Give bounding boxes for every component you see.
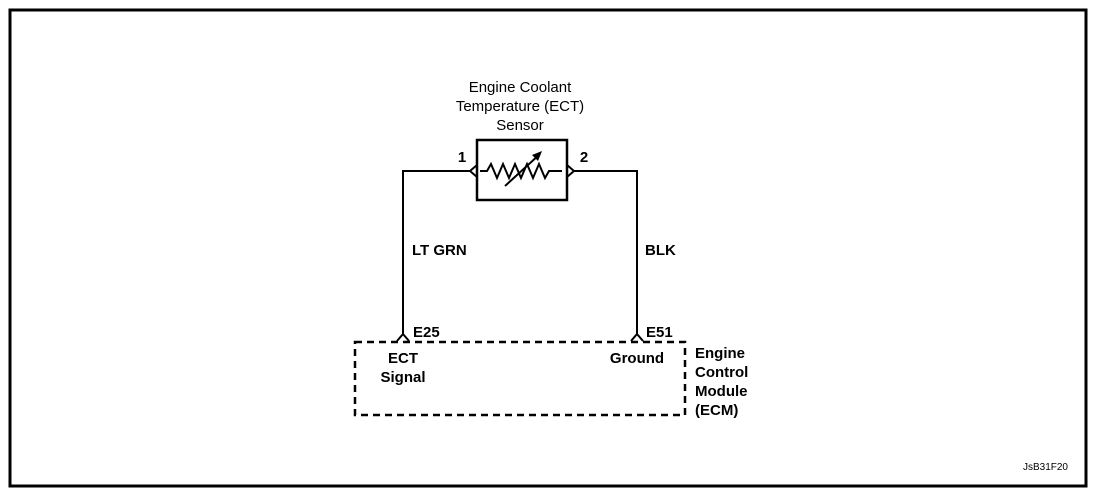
sensor-title-line-2: Temperature (ECT) (456, 98, 584, 115)
figure-id: JsB31F20 (1023, 462, 1068, 473)
wire-lt-grn-label: LT GRN (412, 242, 467, 259)
diagram-frame (8, 8, 1088, 488)
ecm-pin-e25-connector-icon (396, 332, 410, 342)
ecm-pin-e51-label: E51 (646, 324, 673, 341)
ecm-name-line-3: Module (695, 383, 748, 400)
wire-blk (574, 170, 638, 334)
ecm-name-line-2: Control (695, 364, 748, 381)
sensor-pin-1-label: 1 (458, 149, 466, 166)
ecm-module-box (353, 340, 687, 417)
ecm-pin-e25-label: E25 (413, 324, 440, 341)
thermistor-variable-arrow-icon (504, 153, 541, 187)
wire-blk-label: BLK (645, 242, 676, 259)
ecm-ground-label: Ground (610, 350, 664, 367)
sensor-title-line-3: Sensor (496, 117, 544, 134)
sensor-title-line-1: Engine Coolant (469, 79, 572, 96)
ecm-name-line-1: Engine (695, 345, 745, 362)
thermistor-arrowhead-icon (532, 151, 542, 161)
sensor-pin-2-label: 2 (580, 149, 588, 166)
ecm-name-line-4: (ECM) (695, 402, 738, 419)
ecm-pin-e51-connector-icon (630, 332, 644, 342)
thermistor-resistor-icon (480, 161, 562, 181)
ecm-ect-signal-label-line-2: Signal (380, 369, 425, 386)
wire-lt-grn (402, 170, 470, 334)
ecm-ect-signal-label-line-1: ECT (388, 350, 418, 367)
